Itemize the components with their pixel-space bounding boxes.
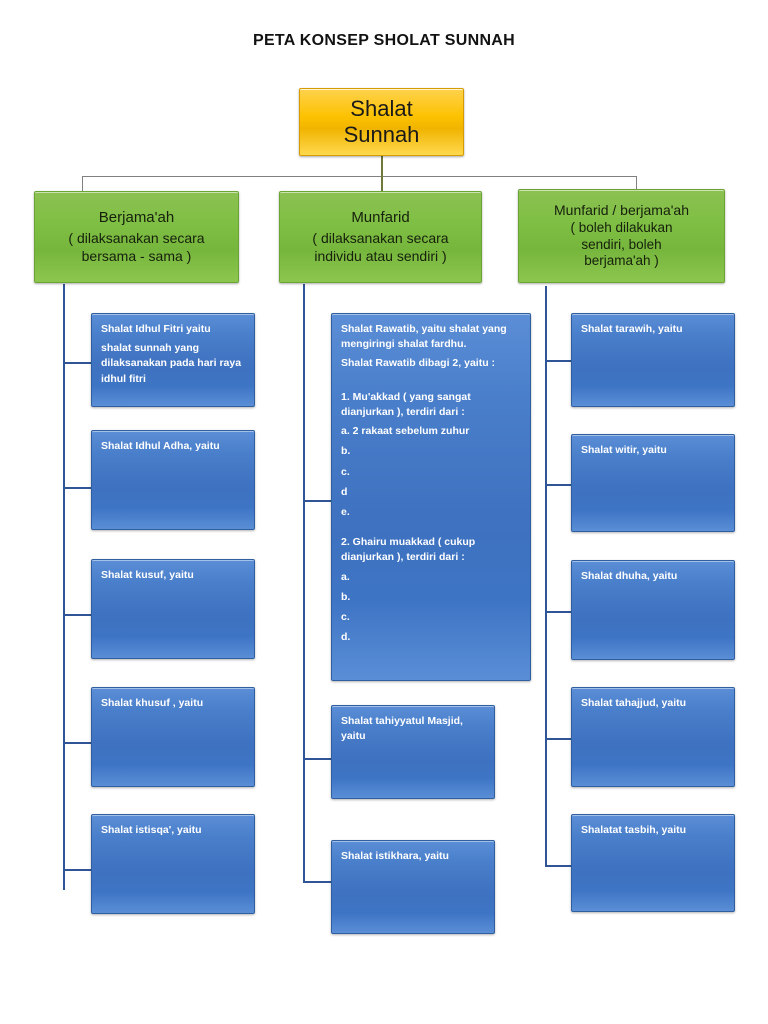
leaf-tahiyyatul-masjid-line1: Shalat tahiyyatul Masjid, yaitu bbox=[341, 715, 463, 743]
node-leaf-dhuha[interactable]: Shalat dhuha, yaitu bbox=[571, 560, 735, 660]
node-leaf-istisqa[interactable]: Shalat istisqa', yaitu bbox=[91, 814, 255, 914]
node-root-shalat-sunnah[interactable]: Shalat Sunnah bbox=[299, 88, 464, 156]
connector-branch-left-3 bbox=[63, 614, 91, 616]
node-leaf-idhul-fitri[interactable]: Shalat Idhul Fitri yaitu shalat sunnah y… bbox=[91, 313, 255, 407]
connector-branch-left-2 bbox=[63, 487, 91, 489]
category-munfarid-berjamaah-sub-line1: ( boleh dilakukan bbox=[570, 220, 673, 236]
node-leaf-tarawih[interactable]: Shalat tarawih, yaitu bbox=[571, 313, 735, 407]
connector-branch-right-4 bbox=[545, 738, 571, 740]
connector-branch-middle-3 bbox=[303, 881, 331, 883]
category-berjamaah-title: Berjama'ah bbox=[98, 209, 175, 227]
rawatib-spacer-2 bbox=[341, 525, 521, 535]
rawatib-intro-1: Shalat Rawatib, yaitu shalat yang mengir… bbox=[341, 323, 507, 351]
root-title-line2: Sunnah bbox=[343, 122, 420, 147]
connector-drop-munfarid-berjamaah bbox=[636, 176, 637, 192]
leaf-kusuf-line1: Shalat kusuf, yaitu bbox=[101, 569, 194, 581]
node-category-munfarid-berjamaah[interactable]: Munfarid / berjama'ah ( boleh dilakukan … bbox=[518, 189, 725, 283]
connector-spine-left bbox=[63, 284, 65, 890]
connector-spine-right bbox=[545, 286, 547, 866]
rawatib-group1-item-e: e. bbox=[341, 505, 350, 518]
leaf-istikhara-line1: Shalat istikhara, yaitu bbox=[341, 850, 449, 862]
rawatib-group2-item-a: a. bbox=[341, 570, 350, 583]
rawatib-group1-item-d: d bbox=[341, 485, 348, 498]
category-munfarid-sub-line1: ( dilaksanakan secara bbox=[312, 230, 449, 247]
connector-root-stem bbox=[381, 155, 383, 177]
connector-branch-left-1 bbox=[63, 362, 91, 364]
leaf-idhul-fitri-line2: shalat sunnah yang dilaksanakan pada har… bbox=[101, 342, 242, 385]
connector-branch-middle-1 bbox=[303, 500, 331, 502]
leaf-tahajjud-line1: Shalat tahajjud, yaitu bbox=[581, 697, 687, 709]
connector-spine-middle bbox=[303, 284, 305, 882]
rawatib-group2-item-c: c. bbox=[341, 611, 350, 624]
node-leaf-tasbih[interactable]: Shalatat tasbih, yaitu bbox=[571, 814, 735, 912]
leaf-tasbih-line1: Shalatat tasbih, yaitu bbox=[581, 824, 687, 836]
connector-branch-right-2 bbox=[545, 484, 571, 486]
node-category-berjamaah[interactable]: Berjama'ah ( dilaksanakan secara bersama… bbox=[34, 191, 239, 283]
rawatib-group2-item-b: b. bbox=[341, 590, 351, 603]
rawatib-group1-item-b: b. bbox=[341, 445, 351, 458]
connector-branch-middle-2 bbox=[303, 758, 331, 760]
node-leaf-tahajjud[interactable]: Shalat tahajjud, yaitu bbox=[571, 687, 735, 787]
node-leaf-idhul-adha[interactable]: Shalat Idhul Adha, yaitu bbox=[91, 430, 255, 530]
leaf-idhul-adha-line1: Shalat Idhul Adha, yaitu bbox=[101, 440, 220, 452]
rawatib-group1-item-c: c. bbox=[341, 465, 350, 478]
leaf-khusuf-line1: Shalat khusuf , yaitu bbox=[101, 697, 204, 709]
connector-branch-left-5 bbox=[63, 869, 91, 871]
connector-drop-berjamaah bbox=[82, 176, 83, 192]
rawatib-group2-heading: 2. Ghairu muakkad ( cukup dianjurkan ), … bbox=[341, 536, 476, 564]
category-munfarid-berjamaah-sub-line3: berjama'ah ) bbox=[584, 253, 659, 269]
leaf-witir-line1: Shalat witir, yaitu bbox=[581, 444, 667, 456]
rawatib-group1-heading: 1. Mu'akkad ( yang sangat dianjurkan ), … bbox=[341, 390, 471, 418]
connector-drop-munfarid bbox=[381, 176, 383, 192]
category-munfarid-title: Munfarid bbox=[351, 209, 410, 227]
category-munfarid-sub-line2: individu atau sendiri ) bbox=[314, 247, 447, 264]
page-title: PETA KONSEP SHOLAT SUNNAH bbox=[252, 32, 516, 49]
node-leaf-tahiyyatul-masjid[interactable]: Shalat tahiyyatul Masjid, yaitu bbox=[331, 705, 495, 799]
rawatib-spacer-1 bbox=[341, 380, 521, 390]
leaf-tarawih-line1: Shalat tarawih, yaitu bbox=[581, 323, 683, 335]
rawatib-group1-item-a: a. 2 rakaat sebelum zuhur bbox=[341, 425, 470, 438]
rawatib-group2-item-d: d. bbox=[341, 631, 351, 644]
connector-root-bus bbox=[82, 176, 636, 177]
root-title-line1: Shalat bbox=[350, 96, 413, 122]
connector-branch-left-4 bbox=[63, 742, 91, 744]
leaf-istisqa-line1: Shalat istisqa', yaitu bbox=[101, 824, 202, 836]
connector-branch-right-5 bbox=[545, 865, 571, 867]
category-berjamaah-sub-line2: bersama - sama ) bbox=[81, 247, 192, 264]
leaf-dhuha-line1: Shalat dhuha, yaitu bbox=[581, 570, 678, 582]
node-leaf-khusuf[interactable]: Shalat khusuf , yaitu bbox=[91, 687, 255, 787]
connector-branch-right-3 bbox=[545, 611, 571, 613]
category-munfarid-berjamaah-title: Munfarid / berjama'ah bbox=[554, 202, 689, 219]
node-leaf-istikhara[interactable]: Shalat istikhara, yaitu bbox=[331, 840, 495, 934]
node-category-munfarid[interactable]: Munfarid ( dilaksanakan secara individu … bbox=[279, 191, 482, 283]
node-leaf-rawatib[interactable]: Shalat Rawatib, yaitu shalat yang mengir… bbox=[331, 313, 531, 681]
leaf-idhul-fitri-line1: Shalat Idhul Fitri yaitu bbox=[101, 323, 211, 335]
category-berjamaah-sub-line1: ( dilaksanakan secara bbox=[68, 230, 205, 247]
node-leaf-witir[interactable]: Shalat witir, yaitu bbox=[571, 434, 735, 532]
category-munfarid-berjamaah-sub-line2: sendiri, boleh bbox=[581, 236, 662, 252]
rawatib-intro-2: Shalat Rawatib dibagi 2, yaitu : bbox=[341, 357, 496, 370]
node-leaf-kusuf[interactable]: Shalat kusuf, yaitu bbox=[91, 559, 255, 659]
connector-branch-right-1 bbox=[545, 360, 571, 362]
